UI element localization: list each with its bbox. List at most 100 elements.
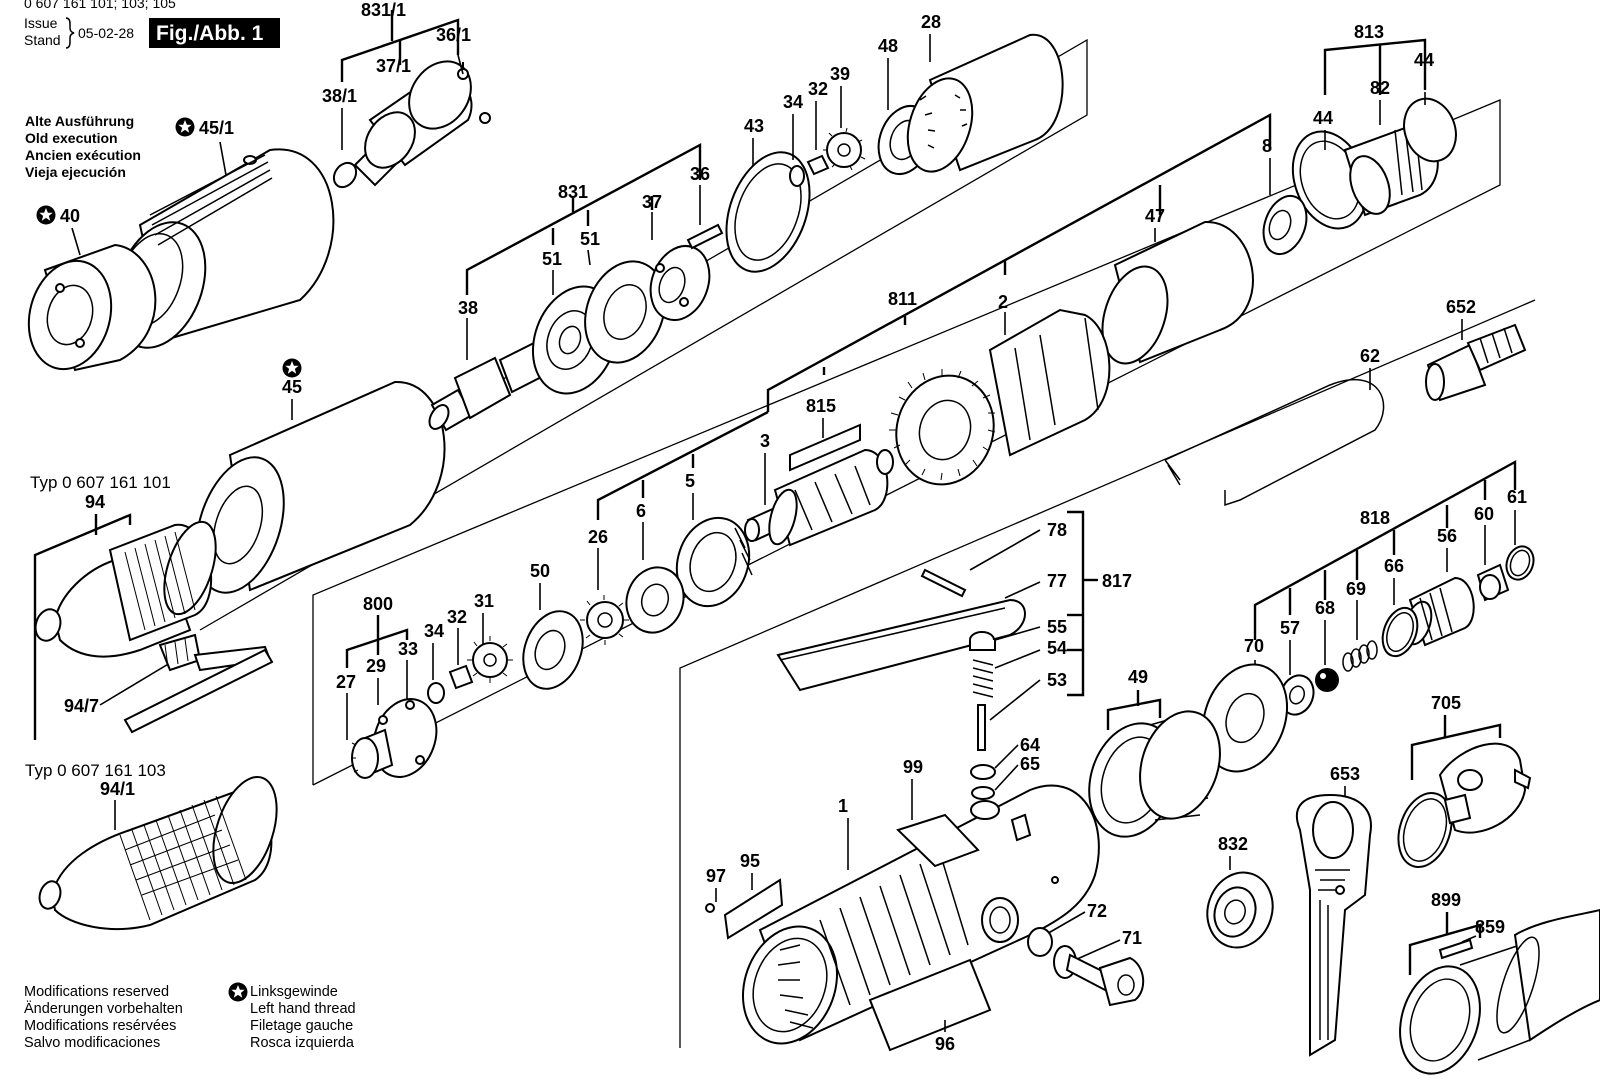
label-97: 97: [706, 866, 726, 886]
part-43-disc: 43: [725, 116, 811, 273]
bracket-831: 831 51 51 37 36 38: [458, 142, 710, 318]
part-66-oring: [1381, 578, 1419, 658]
label-60: 60: [1474, 504, 1494, 524]
label-61: 61: [1507, 487, 1527, 507]
part-899-hose: 899 859: [1399, 890, 1600, 1075]
part-653-handle: 653: [1295, 764, 1372, 1057]
label-77: 77: [1047, 571, 1067, 591]
label-36: 36: [690, 164, 710, 184]
label-31: 31: [474, 591, 494, 611]
part-51-bearings: [531, 249, 666, 395]
part-37-ring: [649, 212, 711, 321]
star-in-circle-icon: [228, 982, 248, 1002]
label-66: 66: [1384, 556, 1404, 576]
label-26: 26: [588, 527, 608, 547]
label-800: 800: [363, 594, 393, 614]
label-48: 48: [878, 36, 898, 56]
part-50-washer: 50: [522, 561, 584, 690]
old-execution-en: Old execution: [25, 130, 118, 146]
label-65: 65: [1020, 754, 1040, 774]
part-1-housing: 1: [741, 784, 1100, 1045]
part-32-needle-top: 32: [806, 79, 830, 176]
label-831-1: 831/1: [361, 0, 406, 20]
left-hand-thread-de: Linksgewinde: [250, 984, 338, 1000]
label-811: 811: [888, 289, 917, 309]
label-813: 813: [1354, 22, 1384, 42]
label-37: 37: [642, 192, 662, 212]
label-653: 653: [1330, 764, 1360, 784]
label-34-a: 34: [783, 92, 803, 112]
part-95-plate: 95: [723, 851, 784, 940]
label-44-a: 44: [1313, 108, 1333, 128]
label-859: 859: [1475, 917, 1505, 937]
label-43: 43: [744, 116, 764, 136]
header-type-numbers: 0 607 161 101; 103; 105: [24, 0, 176, 11]
part-34-washer-top: 34: [783, 92, 805, 187]
modifications-en: Modifications reserved: [24, 984, 169, 1000]
label-832: 832: [1218, 834, 1248, 854]
label-705: 705: [1431, 693, 1461, 713]
part-8-bearing: 8: [1262, 136, 1308, 256]
part-34-washer-low: 34: [424, 621, 445, 704]
label-69: 69: [1346, 579, 1366, 599]
part-70-disc: [1201, 660, 1289, 773]
label-56: 56: [1437, 526, 1457, 546]
label-68: 68: [1315, 598, 1335, 618]
old-execution-note: Alte Ausführung Old execution Ancien exé…: [25, 113, 141, 180]
type-103-label: Typ 0 607 161 103: [25, 761, 166, 780]
label-28: 28: [921, 12, 941, 32]
bracket-818: 818 61 60 56 66 69 68 57 70: [1244, 459, 1527, 656]
label-94-7: 94/7: [64, 696, 99, 716]
part-31-gear: 31: [467, 591, 513, 683]
label-49: 49: [1128, 667, 1148, 687]
part-94-1-chuck: 94/1: [38, 775, 278, 931]
label-51-b: 51: [580, 229, 600, 249]
label-94-1: 94/1: [100, 779, 135, 799]
stand-label: Stand: [24, 32, 61, 48]
left-hand-thread-en: Left hand thread: [250, 1001, 356, 1017]
modifications-de: Änderungen vorbehalten: [24, 1000, 183, 1017]
label-6: 6: [636, 501, 646, 521]
label-70: 70: [1244, 636, 1264, 656]
part-94-chuck: [34, 520, 274, 734]
part-6-bearing: [625, 522, 685, 634]
label-51-a: 51: [542, 249, 562, 269]
label-72: 72: [1087, 901, 1107, 921]
part-652-nipple: 652: [1425, 297, 1527, 402]
label-47: 47: [1145, 206, 1165, 226]
part-28-ring-gear: 28: [906, 12, 1064, 173]
label-652: 652: [1446, 297, 1476, 317]
label-2: 2: [998, 292, 1008, 312]
part-69-spring: [1342, 600, 1378, 672]
label-57: 57: [1280, 618, 1300, 638]
part-57-seat: [1279, 640, 1315, 716]
part-78-pin: [920, 529, 1041, 598]
header-brace: [65, 17, 75, 49]
label-1: 1: [838, 796, 848, 816]
bracket-813: 813 82 44 44: [1313, 22, 1434, 128]
part-82-bush: [1291, 92, 1457, 230]
label-38-1: 38/1: [322, 86, 357, 106]
part-705-connector: 705: [1397, 693, 1532, 868]
part-60-plug: [1476, 525, 1510, 602]
label-818: 818: [1360, 508, 1390, 528]
part-77-lever: [776, 581, 1041, 692]
part-832-nut: 832: [1206, 834, 1274, 949]
label-27: 27: [336, 672, 356, 692]
part-99-label-plate: 99: [896, 757, 980, 868]
label-34-b: 34: [424, 621, 444, 641]
bracket-94: 94 94/7: [33, 492, 176, 740]
label-82: 82: [1370, 78, 1390, 98]
part-62-wire: 62: [1164, 346, 1385, 507]
label-32-b: 32: [447, 607, 467, 627]
part-40-nut: 40: [27, 205, 157, 372]
old-execution-es: Vieja ejecución: [25, 164, 126, 180]
modifications-note: Modifications reserved Änderungen vorbeh…: [24, 984, 183, 1051]
label-32-a: 32: [808, 79, 828, 99]
part-68-ball: [1315, 620, 1339, 692]
type-101-label: Typ 0 607 161 101: [30, 473, 171, 492]
part-5-ring: [675, 493, 753, 608]
label-899: 899: [1431, 890, 1461, 910]
label-8: 8: [1262, 136, 1272, 156]
part-47-cylinder: 47: [1101, 206, 1254, 365]
